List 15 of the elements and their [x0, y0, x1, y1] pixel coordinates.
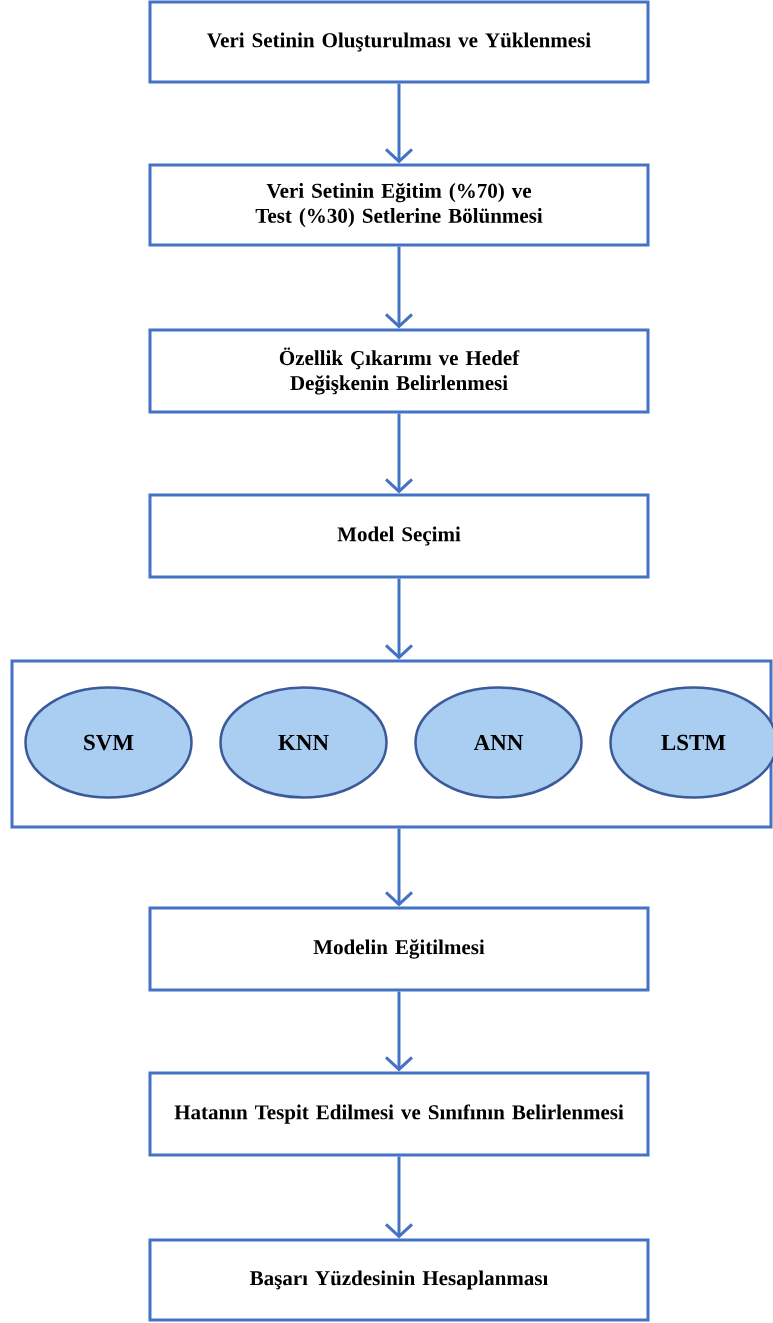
process-box: Model Seçimi: [148, 493, 650, 579]
arrow: [385, 246, 413, 329]
frame-box: [10, 659, 773, 829]
arrow: [385, 991, 413, 1072]
arrow: [385, 83, 413, 164]
arrow: [385, 1156, 413, 1239]
process-box: Veri Setinin Eğitim (%70) ve Test (%30) Setlerine Bölünmesi: [148, 163, 650, 247]
arrow: [385, 828, 413, 907]
process-box: Hatanın Tespit Edilmesi ve Sınıfının Belirlenmesi: [148, 1071, 650, 1157]
process-box: Özellik Çıkarımı ve Hedef Değişkenin Belirlenmesi: [148, 328, 650, 414]
process-box: Modelin Eğitilmesi: [148, 906, 650, 992]
arrow: [385, 578, 413, 660]
arrow: [385, 413, 413, 494]
process-box: Başarı Yüzdesinin Hesaplanması: [148, 1238, 650, 1322]
process-box: Veri Setinin Oluşturulması ve Yüklenmesi: [148, 0, 650, 84]
